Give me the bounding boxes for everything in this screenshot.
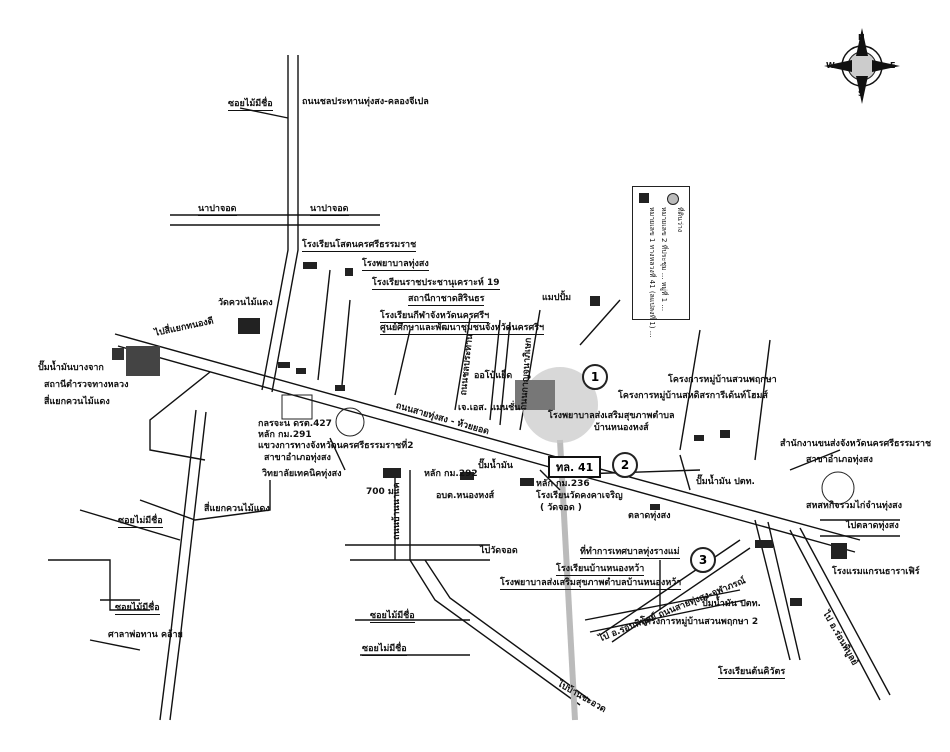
place-moo-sahakorn: โครงการหมู่บ้านสหดิสรการีเด้นท์โฮมส์ xyxy=(618,391,768,401)
place-jj-shop: เจ.เอส. แมนชั่น xyxy=(458,403,521,413)
road-sub-label: ไปวัดจอด xyxy=(480,546,518,556)
place-gas-bangchak: ปั๊มน้ำมันบางจาก xyxy=(38,363,104,373)
place-moo-nong: บ้านหนองหงส์ xyxy=(594,423,649,433)
place-hospital: โรงพยาบาลทุ่งสง xyxy=(362,259,429,271)
place-talad-2: ตลาดทุ่งสง xyxy=(628,511,671,521)
place-station-chat: สถานีกาชาดสิรินธร xyxy=(408,294,485,306)
place-wat-kuan: วัดควนไม้แดง xyxy=(218,298,273,308)
hw-prefix: ทล. xyxy=(556,461,575,474)
place-hospital-sub: โรงพยาบาลส่งเสริมสุขภาพตำบล xyxy=(548,411,675,421)
soi-1-label: ซอยไม้มีชื่อ xyxy=(115,603,160,615)
soi-4-label: ซอยไม่มีชื่อ xyxy=(118,516,163,528)
highway-badge: ทล. 41 xyxy=(548,456,602,478)
place-school-kan: โรงเรียนต้นคิวัตร xyxy=(718,667,786,679)
shaded-site xyxy=(515,367,598,443)
place-lak-291: หลัก กม.291 xyxy=(258,430,312,440)
place-junction-kuan-2: สี่แยกควนไม้แดง xyxy=(204,504,270,514)
distance-label: 700 ม. xyxy=(366,487,398,497)
place-moo-suan-2: โครงการหมู่บ้านสวนพฤกษา 2 xyxy=(640,617,759,627)
place-moo-suan: โครงการหมู่บ้านสวนพฤกษา xyxy=(668,375,777,385)
legend-line-1: หมายเลข 1 ทางหลวงที่ 41 (ลแปลงที่ 1) ... xyxy=(648,207,656,338)
place-junction-kuan: สี่แยกควนไม้แดง xyxy=(44,397,110,407)
place-police: สถานีตำรวจทางหลวง xyxy=(44,380,129,390)
place-gas-ptt-2: ปั๊มน้ำมัน ปตท. xyxy=(702,599,761,609)
place-kasetrat: กลรจะน ดรต.427 xyxy=(258,419,332,429)
legend-line-3: ที่ดินว่าง xyxy=(676,207,684,233)
road-upper-a-label: นาปาจอด xyxy=(198,204,237,216)
road-north-label: ถนนชลประทานทุ่งสง-คลองจีเปล xyxy=(302,97,429,107)
place-kasetkun: ศาลาพ่อทาน คล้าย xyxy=(108,630,183,640)
hw-number: 41 xyxy=(578,461,594,474)
compass-s: S xyxy=(858,89,864,98)
road-upper-b-label: นาปาจอด xyxy=(310,204,349,216)
logos xyxy=(281,394,855,505)
marker-2[interactable]: 2 xyxy=(612,452,638,478)
legend-swatch-gray xyxy=(667,193,679,205)
place-gas-1: ปั๊มน้ำมัน xyxy=(478,461,513,471)
place-school-sport: โรงเรียนกีฬาจังหวัดนครศรีฯ xyxy=(380,311,490,323)
place-provincial-office: สำนักงานขนส่งจังหวัดนครศรีธรรมราช xyxy=(780,439,932,449)
place-school-wat: โรงเรียนวัดคงคาเจริญ xyxy=(536,491,623,501)
place-kubota: สหสหกิจรวมไก่จำนทุ่งสง xyxy=(806,501,903,511)
place-school-nakhon: โรงเรียนโสตนครศรีธรรมราช xyxy=(302,240,417,252)
place-highway-office: แขวงการทางจังหวัดนครศรีธรรมราชที่2 xyxy=(258,441,414,451)
place-talad: ไปตลาดทุ่งสง xyxy=(846,521,899,531)
marker-3[interactable]: 3 xyxy=(690,547,716,573)
school-icon xyxy=(303,262,317,269)
place-lak-292: หลัก กม.292 xyxy=(424,469,478,479)
legend: หมายเลข 1 ทางหลวงที่ 41 (ลแปลงที่ 1) ...… xyxy=(632,186,690,337)
place-gas-ptt: ปั๊มน้ำมัน ปตท. xyxy=(696,477,755,487)
soi-2-label: ซอยไม้มีชื่อ xyxy=(370,611,415,623)
legend-line-2: หมายเลข 2 ที่ประชุม ... หมู่ที่ 1 ... xyxy=(660,207,668,312)
hospital-icon xyxy=(345,268,353,276)
place-hospital-nong: โรงพยาบาลส่งเสริมสุขภาพตำบลบ้านหนองหว้า xyxy=(500,578,682,590)
building-icons xyxy=(112,262,847,606)
place-tessaban: ที่ทำการเทศบาลทุ่งรางแม่ xyxy=(580,547,680,559)
legend-swatch-black xyxy=(639,193,649,203)
road-north xyxy=(261,55,289,391)
compass-e: E xyxy=(890,61,896,70)
place-lak-236: หลัก กม.236 xyxy=(536,479,590,489)
place-wat-jod: ( วัดจอด ) xyxy=(540,503,582,513)
place-branch-tungsong: สาขาอำเภอทุ่งสง xyxy=(806,455,873,465)
place-district-office: สาขาอำเภอทุ่งสง xyxy=(264,453,331,463)
place-aobt: อบต.หนองหงส์ xyxy=(436,491,495,501)
place-school-nong: โรงเรียนบ้านหนองหว้า xyxy=(556,564,645,576)
place-center-edu: ศูนย์ศึกษาและพัฒนาชุมชนจังหวัดนครศรีฯ xyxy=(380,323,545,335)
road-network xyxy=(48,55,900,721)
place-technical-college: วิทยาลัยเทคนิคทุ่งสง xyxy=(262,469,342,479)
place-market: แมปปั้ม xyxy=(542,293,572,303)
compass-rose xyxy=(824,28,900,104)
soi-top-left-label: ซอยไม้มีชื่อ xyxy=(228,99,273,111)
compass-n: N xyxy=(858,33,865,42)
soi-3-label: ซอยไม่มีชื่อ xyxy=(362,644,407,656)
marker-1[interactable]: 1 xyxy=(582,364,608,390)
place-super: ออโบ้แย็ด xyxy=(474,371,513,381)
place-hotel: โรงแรมแกรนธาราเฟิร์ xyxy=(832,567,920,577)
place-school-pracha: โรงเรียนราชประชานุเคราะห์ 19 xyxy=(372,278,500,290)
compass-w: W xyxy=(826,61,835,70)
